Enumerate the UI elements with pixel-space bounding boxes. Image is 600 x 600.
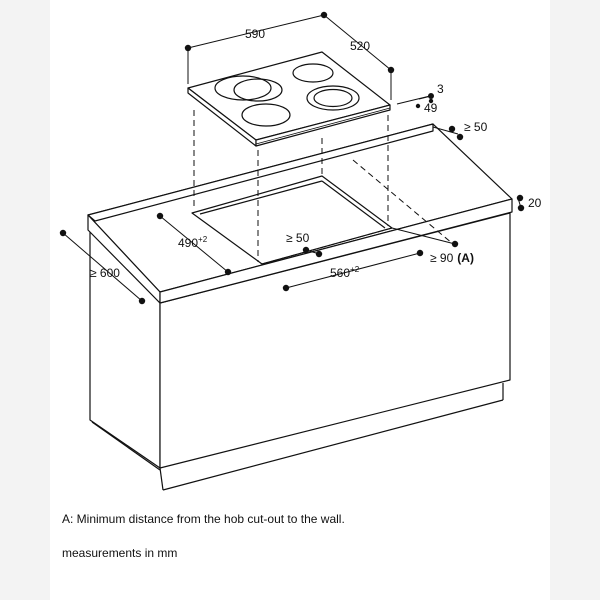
label-hob-width: 590 [245, 27, 265, 41]
note-units: measurements in mm [62, 546, 178, 560]
label-cutout-width-tolerance: +2 [350, 265, 360, 274]
dimension-lines [62, 14, 522, 302]
burner-zone [241, 103, 291, 127]
burner-zone [233, 78, 283, 102]
label-cutout-width: 560+2 [330, 265, 360, 280]
note-minimum-distance: A: Minimum distance from the hob cut-out… [62, 512, 345, 526]
label-hob-depth: 520 [350, 39, 370, 53]
label-wall-distance-value: ≥ 90 [430, 251, 454, 265]
label-worktop-depth: ≥ 600 [90, 266, 120, 280]
dimension-markers [59, 11, 525, 305]
label-cutout-depth-value: 490 [178, 236, 198, 250]
label-hob-height: 49 [424, 101, 438, 115]
label-wall-distance-ref: (A) [457, 251, 474, 265]
burner-zone [313, 88, 353, 108]
cabinet [89, 212, 511, 491]
burner-zones [214, 63, 360, 127]
label-cutout-depth-tolerance: +2 [198, 235, 208, 244]
hob [187, 51, 391, 147]
label-glass-thickness: 3 [437, 82, 444, 96]
label-wall-gap: ≥ 50 [464, 120, 488, 134]
burner-zone [306, 85, 360, 111]
label-cutout-width-value: 560 [330, 266, 350, 280]
label-front-gap: ≥ 50 [286, 231, 310, 245]
label-worktop-thickness: 20 [528, 196, 542, 210]
burner-zone [292, 63, 334, 83]
projection-lines [193, 110, 454, 265]
burner-zone [214, 75, 272, 101]
label-wall-distance: ≥ 90(A) [430, 251, 474, 265]
label-cutout-depth: 490+2 [178, 235, 208, 250]
